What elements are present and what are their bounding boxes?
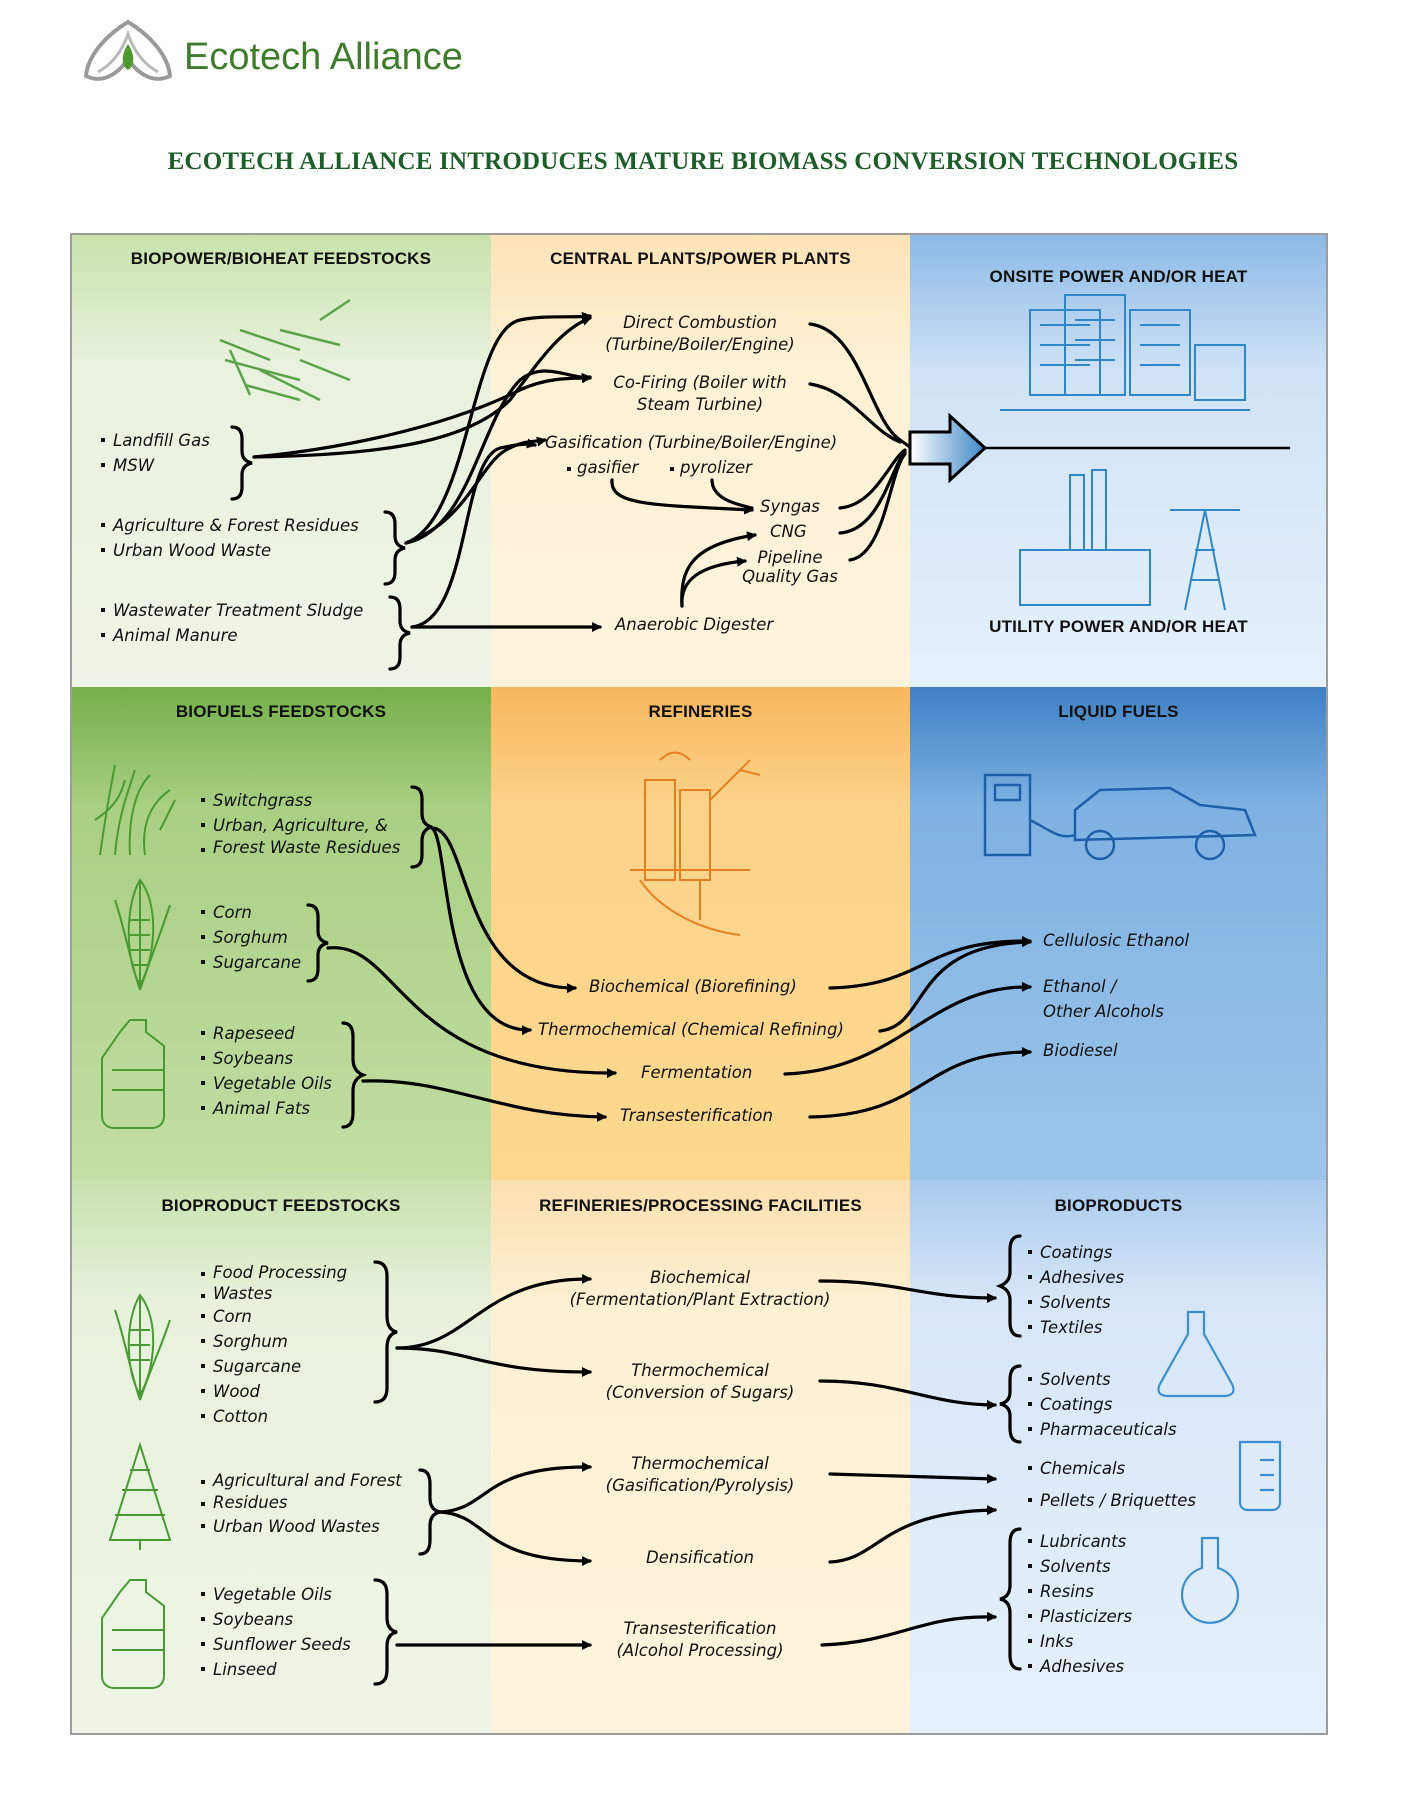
header-liquid-fuels: LIQUID FUELS — [1058, 702, 1179, 721]
list-item: Corn — [201, 1304, 347, 1329]
list-item: Wastes — [201, 1284, 347, 1304]
leaf-logo-icon — [83, 19, 173, 81]
feedstock-group-residues: Agriculture & Forest Residues Urban Wood… — [101, 513, 359, 563]
process-gasification: Gasification (Turbine/Boiler/Engine) — [545, 433, 838, 452]
feedstock-group-sludge: Wastewater Treatment Sludge Animal Manur… — [101, 598, 363, 648]
process-anaerobic-digester: Anaerobic Digester — [615, 615, 774, 634]
list-item: Cotton — [201, 1404, 347, 1429]
list-item: MSW — [101, 453, 210, 478]
feedstock-group-corn: Corn Sorghum Sugarcane — [201, 900, 301, 975]
header-utility-power: UTILITY POWER AND/OR HEAT — [989, 617, 1248, 636]
list-item: Forest Waste Residues — [201, 838, 400, 858]
process-transesterification-alcohol: Transesterification (Alcohol Processing) — [616, 1619, 784, 1660]
process-fermentation: Fermentation — [641, 1063, 753, 1082]
process-pyrolizer: pyrolizer — [670, 457, 752, 479]
list-item: Urban, Agriculture, & — [201, 813, 400, 838]
list-item: Soybeans — [201, 1607, 351, 1632]
process-direct-combustion: Direct Combustion (Turbine/Boiler/Engine… — [605, 313, 795, 354]
header-biofuels-feedstocks: BIOFUELS FEEDSTOCKS — [175, 702, 387, 721]
feedstock-group-oils: Rapeseed Soybeans Vegetable Oils Animal … — [201, 1021, 332, 1121]
process-densification: Densification — [646, 1548, 754, 1567]
list-item: Animal Fats — [201, 1096, 332, 1121]
list-item: Urban Wood Wastes — [201, 1514, 402, 1539]
product-group-c: Lubricants Solvents Resins Plasticizers … — [1028, 1529, 1132, 1679]
list-item: Sorghum — [201, 925, 301, 950]
header-refineries: REFINERIES — [648, 702, 753, 721]
list-item: Vegetable Oils — [201, 1071, 332, 1096]
list-item: Agriculture & Forest Residues — [101, 513, 359, 538]
list-item: Vegetable Oils — [201, 1582, 351, 1607]
brand-name: Ecotech Alliance — [184, 36, 463, 78]
list-item: Solvents — [1028, 1290, 1124, 1315]
list-item: Agricultural and Forest — [201, 1470, 402, 1492]
gasifier-label: gasifier — [577, 458, 639, 477]
process-thermochemical-gasification: Thermochemical (Gasification/Pyrolysis) — [605, 1454, 795, 1495]
list-item: Sunflower Seeds — [201, 1632, 351, 1657]
list-item: Residues — [201, 1492, 402, 1514]
product-group-a: Coatings Adhesives Solvents Textiles — [1028, 1240, 1124, 1340]
process-gasifier: gasifier — [567, 457, 638, 479]
product-pellets: Pellets / Briquettes — [1028, 1488, 1196, 1513]
list-item: Sugarcane — [201, 950, 301, 975]
header-onsite-power: ONSITE POWER AND/OR HEAT — [989, 267, 1248, 286]
list-item: Chemicals — [1028, 1456, 1125, 1481]
header-processing-facilities: REFINERIES/PROCESSING FACILITIES — [539, 1196, 862, 1215]
fuel-biodiesel: Biodiesel — [1043, 1041, 1118, 1060]
list-item: Pharmaceuticals — [1028, 1417, 1177, 1442]
feedstock-group-switchgrass: Switchgrass Urban, Agriculture, & Forest… — [201, 788, 400, 858]
list-item: Food Processing — [201, 1262, 347, 1284]
brand-logo: Ecotech Alliance — [78, 14, 478, 94]
process-transesterification: Transesterification — [620, 1106, 773, 1125]
list-item: Linseed — [201, 1657, 351, 1682]
feedstock-group-agri-forest: Agricultural and Forest Residues Urban W… — [201, 1470, 402, 1539]
list-item: Coatings — [1028, 1240, 1124, 1265]
process-biochemical-biorefining: Biochemical (Biorefining) — [589, 977, 797, 996]
header-bioproducts: BIOPRODUCTS — [1054, 1196, 1183, 1215]
process-thermochemical-refining: Thermochemical (Chemical Refining) — [538, 1020, 844, 1039]
output-cng: CNG — [770, 522, 807, 541]
feedstock-group-food: Food Processing Wastes Corn Sorghum Suga… — [201, 1262, 347, 1429]
list-item: Solvents — [1028, 1367, 1177, 1392]
fuel-ethanol-alcohols: Ethanol / Other Alcohols — [1043, 977, 1164, 1021]
list-item: Urban Wood Waste — [101, 538, 359, 563]
header-biopower-feedstocks: BIOPOWER/BIOHEAT FEEDSTOCKS — [130, 249, 432, 268]
list-item: Coatings — [1028, 1392, 1177, 1417]
fuel-cellulosic-ethanol: Cellulosic Ethanol — [1043, 931, 1190, 950]
list-item: Corn — [201, 900, 301, 925]
product-chemicals: Chemicals — [1028, 1456, 1125, 1481]
page-title: ECOTECH ALLIANCE INTRODUCES MATURE BIOMA… — [167, 148, 1239, 175]
feedstock-group-landfill: Landfill Gas MSW — [101, 428, 210, 478]
list-item: Wood — [201, 1379, 347, 1404]
list-item: Plasticizers — [1028, 1604, 1132, 1629]
output-pipeline-gas: Pipeline Quality Gas — [742, 548, 838, 586]
list-item: Textiles — [1028, 1315, 1124, 1340]
list-item: Wastewater Treatment Sludge — [101, 598, 363, 623]
list-item: Pellets / Briquettes — [1028, 1488, 1196, 1513]
header-central-plants: CENTRAL PLANTS/POWER PLANTS — [550, 249, 851, 268]
list-item: Resins — [1028, 1579, 1132, 1604]
feedstock-group-veg-oils: Vegetable Oils Soybeans Sunflower Seeds … — [201, 1582, 351, 1682]
list-item: Solvents — [1028, 1554, 1132, 1579]
list-item: Soybeans — [201, 1046, 332, 1071]
list-item: Switchgrass — [201, 788, 400, 813]
process-thermochemical-sugars: Thermochemical (Conversion of Sugars) — [605, 1361, 795, 1402]
list-item: Sugarcane — [201, 1354, 347, 1379]
pyrolizer-label: pyrolizer — [680, 458, 752, 477]
process-co-firing: Co-Firing (Boiler with Steam Turbine) — [613, 373, 787, 414]
list-item: Animal Manure — [101, 623, 363, 648]
list-item: Rapeseed — [201, 1021, 332, 1046]
list-item: Lubricants — [1028, 1529, 1132, 1554]
list-item: Landfill Gas — [101, 428, 210, 453]
list-item: Adhesives — [1028, 1654, 1132, 1679]
header-bioproduct-feedstocks: BIOPRODUCT FEEDSTOCKS — [161, 1196, 401, 1215]
process-biochemical-extraction: Biochemical (Fermentation/Plant Extracti… — [569, 1268, 831, 1309]
list-item: Adhesives — [1028, 1265, 1124, 1290]
list-item: Inks — [1028, 1629, 1132, 1654]
list-item: Sorghum — [201, 1329, 347, 1354]
output-syngas: Syngas — [760, 497, 820, 516]
product-group-b: Solvents Coatings Pharmaceuticals — [1028, 1367, 1177, 1442]
